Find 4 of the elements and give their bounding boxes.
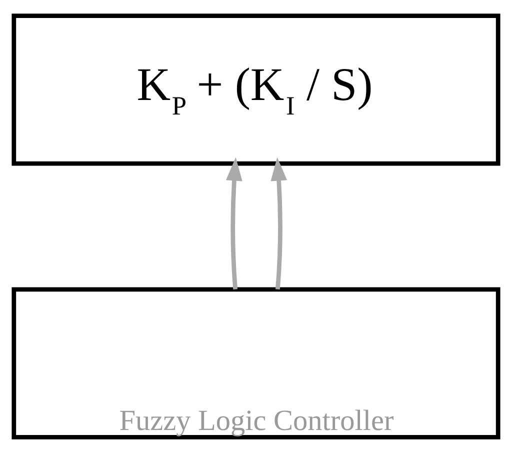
node-box: K$_{P}$ + (K$_{I}$ / S) (12, 13, 500, 166)
arrow (226, 156, 242, 289)
node-box: Fuzzy Logic Controller (12, 286, 500, 439)
arrow (270, 156, 288, 289)
